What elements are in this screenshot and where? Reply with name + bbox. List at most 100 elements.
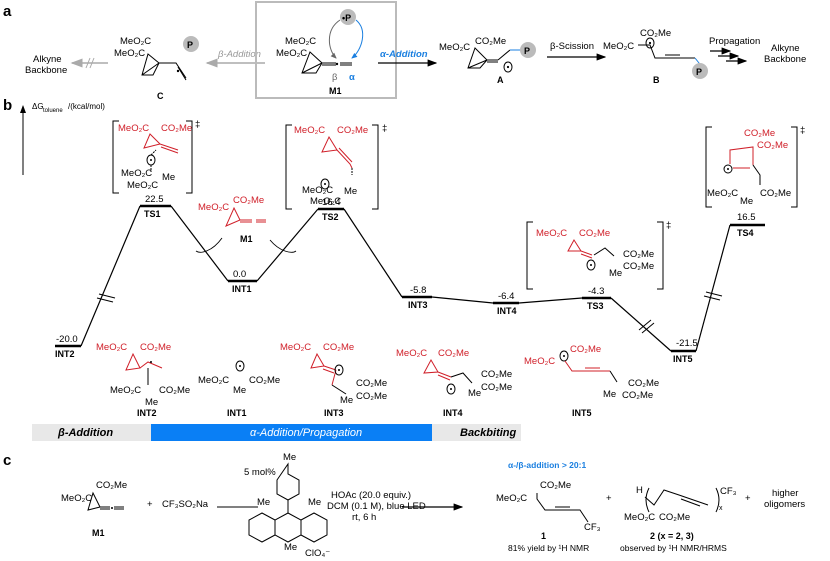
svg-text:CO₂Me: CO₂Me [356,391,387,402]
condition-3: rt, 6 h [352,512,376,523]
energy-profile: -20.0 22.5 0.0 16.4 -5.8 -6.4 -4.3 -21.5… [55,194,765,364]
svg-text:Me: Me [145,397,158,408]
ts4-structure: ‡ CO₂Me CO₂Me MeO₂C CO₂Me Me [705,125,805,208]
svg-text:CO₂Me: CO₂Me [623,261,654,272]
svg-text:ΔG: ΔG [32,102,44,111]
svg-text:CO₂Me: CO₂Me [622,390,653,401]
svg-text:H: H [636,485,643,496]
svg-text:CF₃: CF₃ [720,486,737,497]
right-target-line1: Alkyne [771,43,800,54]
m1-structure-middle: MeO₂C CO₂Me M1 [198,195,266,244]
m1-arrow-right [269,239,297,253]
svg-text:Me: Me [740,196,753,207]
svg-text:CO₂Me: CO₂Me [438,348,469,359]
int4-structure: MeO₂C CO₂Me CO₂Me CO₂Me Me INT4 [396,348,512,418]
alpha-addition-label: α-Addition [380,49,428,60]
svg-text:MeO₂C: MeO₂C [96,342,127,353]
svg-text:CO₂Me: CO₂Me [628,378,659,389]
svg-text:M1: M1 [92,528,105,538]
svg-text:CO₂Me: CO₂Me [96,480,127,491]
svg-text:/(kcal/mol): /(kcal/mol) [68,102,105,111]
value-ts1: 22.5 [145,194,164,205]
int3-structure: MeO₂C CO₂Me CO₂Me CO₂Me Me INT3 [280,342,387,418]
svg-text:MeO₂C: MeO₂C [302,185,333,196]
svg-text:MeO₂C: MeO₂C [707,188,738,199]
value-ts4: 16.5 [737,212,756,223]
m1-highlight-box [255,1,397,99]
svg-text:‡: ‡ [195,119,200,130]
label-m1: M1 [329,86,342,96]
ts2-structure: ‡ MeO₂C CO₂Me MeO₂C MeO₂C Me [285,123,387,210]
svg-text:CO₂Me: CO₂Me [161,123,192,134]
svg-text:Me: Me [340,395,353,406]
label-int1: INT1 [227,408,247,418]
svg-text:MeO₂C: MeO₂C [439,42,470,53]
svg-text:CO₂Me: CO₂Me [140,342,171,353]
svg-text:P: P [187,40,193,50]
name-int3: INT3 [408,300,428,310]
panel-label-a: a [3,3,12,20]
structure-c: MeO₂C MeO₂C P C [114,36,199,101]
svg-text:MeO₂C: MeO₂C [276,48,307,59]
svg-text:CO₂Me: CO₂Me [475,36,506,47]
value-int5: -21.5 [676,338,698,349]
label-int5: INT5 [572,408,592,418]
label-b: B [653,75,660,85]
name-ts1: TS1 [144,209,161,219]
svg-text:M1: M1 [240,234,253,244]
svg-text:CO₂Me: CO₂Me [757,140,788,151]
name-ts2: TS2 [322,212,339,222]
svg-text:Me: Me [609,268,622,279]
svg-text:MeO₂C: MeO₂C [536,228,567,239]
label-a: A [497,75,504,85]
svg-text:CO₂Me: CO₂Me [640,28,671,39]
panel-c-reaction: MeO₂C CO₂Me M1 + CF₃SO₂Na 5 mol% Me Me M… [61,452,805,559]
name-int5: INT5 [673,354,693,364]
beta-addition-label: β-Addition [217,49,261,60]
svg-text:Me: Me [283,452,296,463]
label-int3: INT3 [324,408,344,418]
svg-text:toluene: toluene [43,108,63,114]
svg-text:CO₂Me: CO₂Me [760,188,791,199]
phase-label-beta: β-Addition [57,427,113,439]
m1-arrow-left [195,237,223,253]
name-ts4: TS4 [737,228,754,238]
svg-text:MeO₂C: MeO₂C [61,493,92,504]
svg-text:CO₂Me: CO₂Me [337,125,368,136]
panel-label-c: c [3,452,11,469]
m1-reactant: MeO₂C CO₂Me M1 [61,480,127,538]
svg-text:MeO₂C: MeO₂C [114,48,145,59]
name-int2: INT2 [55,349,75,359]
int1-structure: MeO₂C CO₂Me Me INT1 [198,360,280,418]
phase-label-backbiting: Backbiting [460,427,517,439]
svg-text:CO₂Me: CO₂Me [159,385,190,396]
structure-m1-box: MeO₂C MeO₂C •P β α M1 [276,9,364,96]
condition-2: DCM (0.1 M), blue LED [327,501,426,512]
svg-text:Me: Me [468,388,481,399]
svg-text:MeO₂C: MeO₂C [496,493,527,504]
right-target-line2: Backbone [764,54,806,65]
svg-text:Me: Me [257,497,270,508]
structure-a: MeO₂C CO₂Me P A [439,36,536,85]
left-target-line2: Backbone [25,65,67,76]
svg-text:CF₃: CF₃ [584,522,601,533]
svg-text:1: 1 [541,531,546,541]
acridinium-catalyst: 5 mol% Me Me Me Me ClO₄⁻ [244,452,330,559]
value-int3: -5.8 [410,285,426,296]
svg-text:MeO₂C: MeO₂C [118,123,149,134]
svg-text:CO₂Me: CO₂Me [579,228,610,239]
svg-text:Me: Me [344,186,357,197]
svg-text:‡: ‡ [666,220,671,231]
svg-text:•P: •P [342,13,351,23]
svg-text:2 (x = 2, 3): 2 (x = 2, 3) [650,531,694,541]
svg-text:β: β [332,72,338,83]
selectivity-label: α-/β-addition > 20:1 [508,460,586,470]
ts3-structure: ‡ MeO₂C CO₂Me CO₂Me CO₂Me Me [526,220,671,290]
label-int2: INT2 [137,408,157,418]
svg-text:CO₂Me: CO₂Me [659,512,690,523]
polymer-p-circle [183,36,199,52]
svg-text:P: P [696,67,702,77]
svg-text:‡: ‡ [800,125,805,136]
panel-label-b: b [3,97,12,114]
